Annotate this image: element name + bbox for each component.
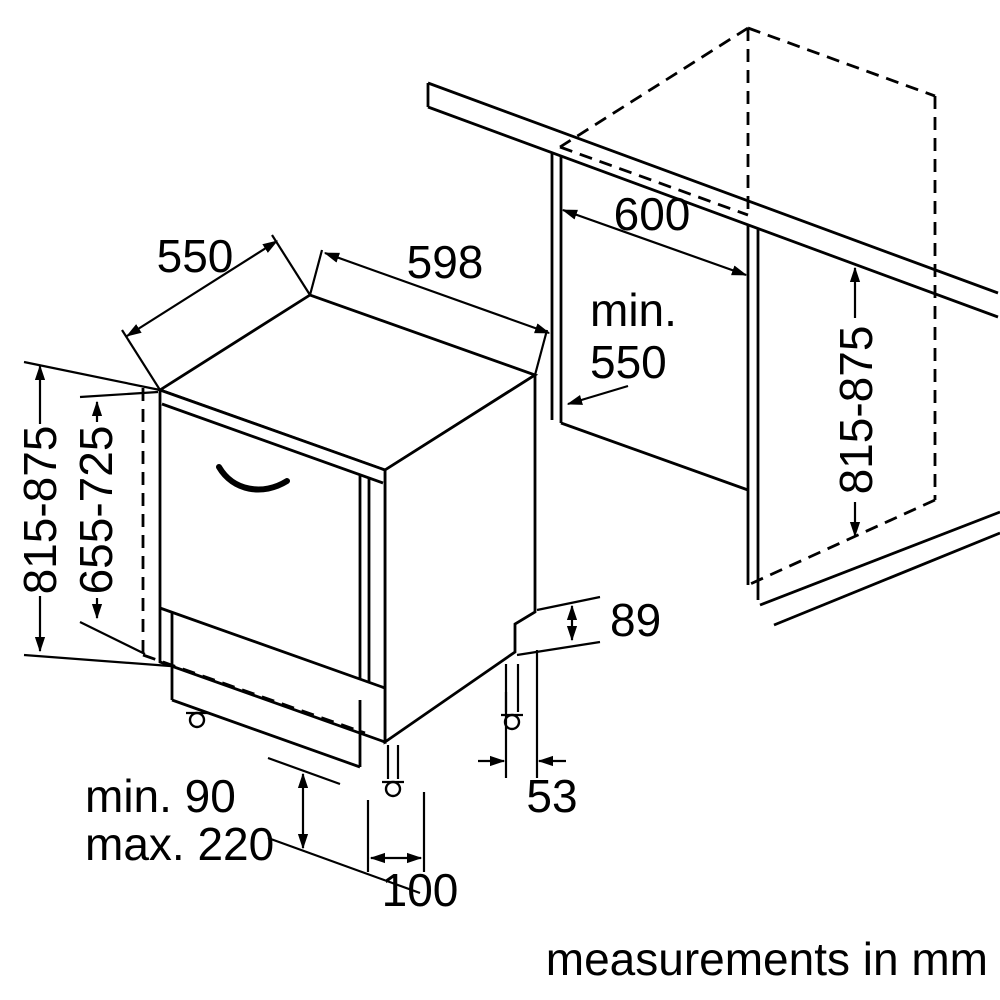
dimension-niche-depth-min-550: min. 550 [566,284,677,406]
dim-label-niche-depth-value: 550 [590,336,667,388]
dimension-rear-step-89: 89 [516,594,661,657]
dim-label-rear-foot-offset: 53 [526,770,577,822]
extension-line [121,329,161,391]
foot-circle-icon [384,780,402,798]
adjustable-foot-front [382,745,404,798]
door-top-line [161,402,384,485]
dim-label-niche-width: 600 [614,188,691,240]
dimension-niche-height-815-875: 815-875 [830,266,882,538]
door-bottom-line [159,606,386,690]
niche-dashed-outline [559,26,937,587]
extension-line [79,621,146,655]
dim-label-top-depth: 550 [157,230,234,282]
dimension-rear-foot-offset-53: 53 [478,650,578,822]
dim-label-niche-height: 815-875 [830,326,882,495]
dimension-appliance-height-815-875: 815-875 [14,360,171,668]
furniture-door-dashed-bottom [142,653,366,735]
dimension-top-width-598: 598 [308,236,551,376]
caption-units: measurements in mm [546,933,988,985]
dimension-front-foot-offset-100: 100 [366,792,459,916]
dim-label-door-height: 655-725 [70,426,122,595]
extension-line [533,329,549,376]
dashed-top-left-edge [559,26,749,149]
dimension-arrow [561,208,748,277]
floor-line-lower [773,531,1000,627]
extension-line [267,836,421,895]
dim-label-niche-depth-prefix: min. [590,284,677,336]
niche-floor-front-edge [560,421,749,492]
dim-label-appliance-height: 815-875 [14,426,66,595]
extension-line [516,640,601,657]
dim-label-rear-step: 89 [610,594,661,646]
extension-line [23,360,161,392]
front-face [158,388,387,744]
extension-line [23,653,171,668]
extension-line [79,390,159,399]
dashed-bottom-edge [747,498,936,587]
dim-label-plinth-min: min. 90 [85,770,236,822]
dimension-arrow [323,251,551,335]
dim-label-front-foot-offset: 100 [382,864,459,916]
extension-line [267,756,341,786]
floor-line-upper [759,510,1000,607]
plinth-bottom-edge [171,698,361,769]
dimension-niche-width-600: 600 [561,188,748,277]
dim-label-top-width: 598 [407,236,484,288]
dimension-arrow [125,240,279,337]
countertop-top-edge [427,81,999,295]
dimension-arrow [566,384,629,406]
extension-line [271,234,311,296]
dim-label-plinth-max: max. 220 [85,818,274,870]
dimension-top-depth-550: 550 [121,230,311,391]
door-handle [216,464,290,493]
foot-circle-icon [188,711,206,729]
dimension-plinth-height: min. 90 max. 220 [85,756,421,895]
adjustable-foot-left [186,711,208,729]
dimension-door-height-655-725: 655-725 [70,390,159,655]
dashed-top-right-edge [747,26,936,98]
adjustable-foot-rear [501,664,523,731]
extension-line [308,249,324,296]
extension-line [536,595,601,612]
dashed-back-edge [559,145,749,217]
